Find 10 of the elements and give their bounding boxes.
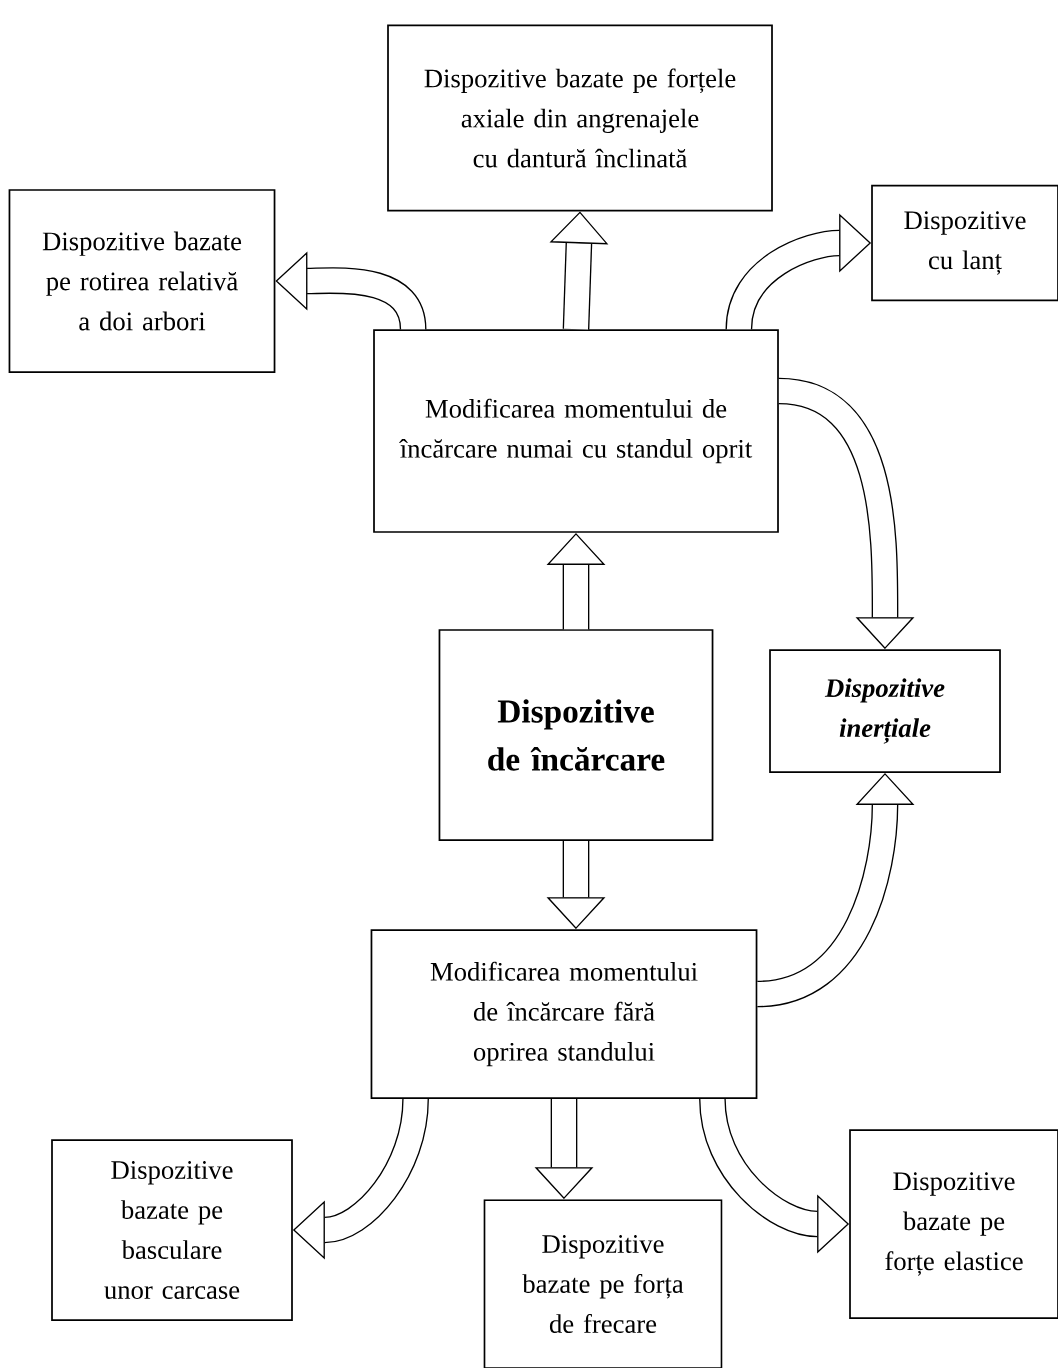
box: Modificarea momentului de încărcare numai cu standul oprit — [373, 329, 779, 533]
box: Dispozitive de încărcare — [438, 629, 714, 841]
box: Dispozitive bazate pe forțele axiale din angrenajele cu dantură înclinată — [387, 24, 773, 212]
box: Dispozitive bazate pe forțe elastice — [849, 1129, 1058, 1319]
box: Modificarea momentului de încărcare fără oprirea standului — [370, 929, 758, 1099]
box: Dispozitive inerțiale — [769, 649, 1001, 773]
box: Dispozitive cu lanț — [871, 184, 1058, 302]
box: Dispozitive bazate pe rotirea relativă a doi arbori — [8, 189, 276, 373]
box: Dispozitive bazate pe forța de frecare — [483, 1199, 723, 1368]
box: Dispozitive bazate pe basculare unor carcase — [51, 1139, 293, 1321]
